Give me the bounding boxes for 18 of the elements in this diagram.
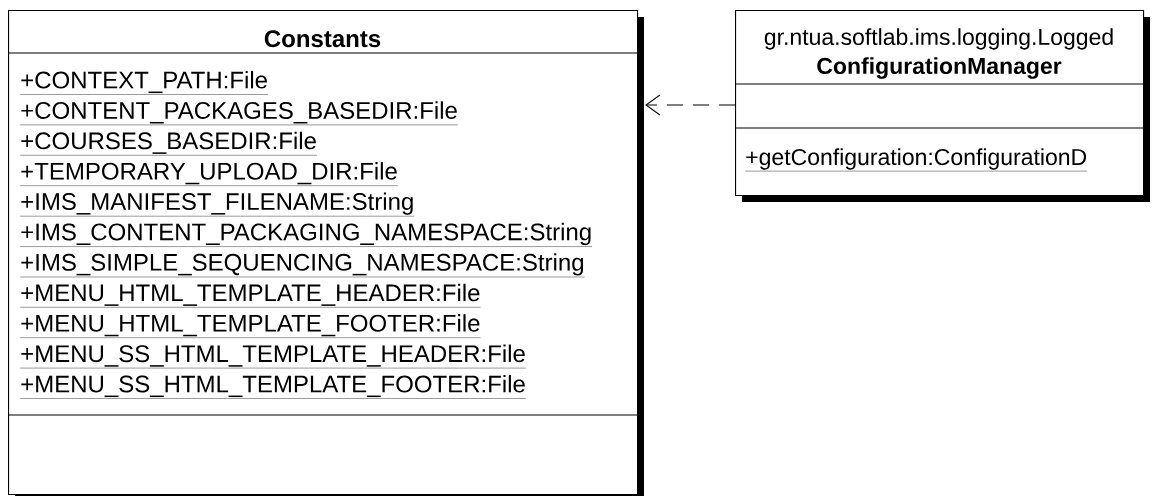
member-text: +MENU_HTML_TEMPLATE_FOOTER:File	[20, 314, 481, 338]
member-text: +TEMPORARY_UPLOAD_DIR:File	[20, 162, 399, 186]
member-text: +IMS_CONTENT_PACKAGING_NAMESPACE:String	[20, 222, 593, 247]
member-text: +CONTEXT_PATH:File	[20, 70, 269, 95]
member-text: +IMS_SIMPLE_SEQUENCING_NAMESPACE:String	[20, 253, 585, 278]
member-text: +COURSES_BASEDIR:File	[20, 131, 318, 156]
member-text: +MENU_SS_HTML_TEMPLATE_FOOTER:File	[20, 374, 527, 399]
member-text: +getConfiguration:ConfigurationD	[745, 148, 1088, 172]
member-text: +MENU_SS_HTML_TEMPLATE_HEADER:File	[20, 344, 527, 369]
class-box	[7, 10, 644, 496]
dependency-arrow	[645, 94, 736, 116]
class-name: Constants	[264, 30, 381, 48]
member-text: +CONTENT_PACKAGES_BASEDIR:File	[20, 101, 459, 126]
class-name: ConfigurationManager	[817, 57, 1062, 79]
member-text: +MENU_HTML_TEMPLATE_HEADER:File	[20, 283, 481, 308]
package-name: gr.ntua.softlab.ims.logging.Logged	[764, 28, 1113, 50]
class-box	[734, 10, 1150, 202]
member-text: +IMS_MANIFEST_FILENAME:String	[20, 192, 415, 217]
